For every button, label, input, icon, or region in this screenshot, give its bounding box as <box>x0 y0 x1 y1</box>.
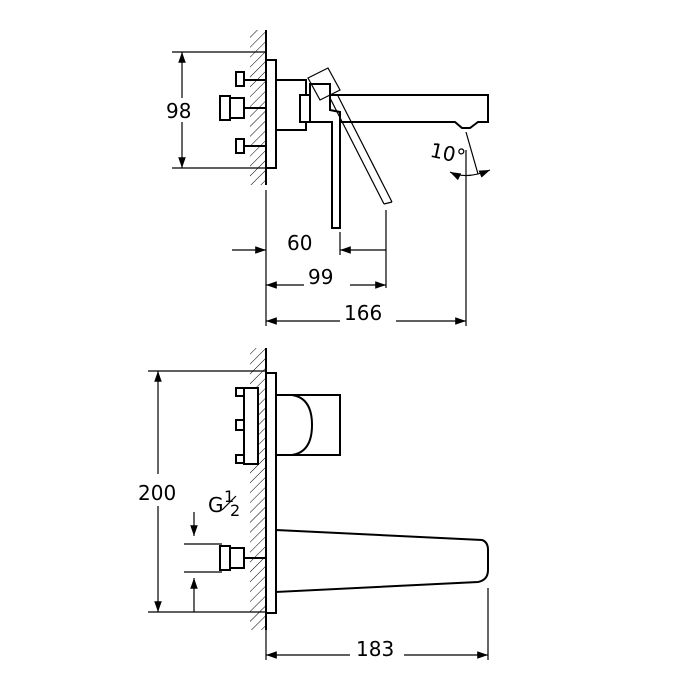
dim-spout-183: 183 <box>265 588 489 661</box>
dim-height-side: 200 <box>138 370 266 613</box>
dim-thread-g12: G 1 2 <box>184 487 240 612</box>
dim-handle-99: 99 <box>266 265 386 289</box>
thread-fraction-num: 1 <box>224 487 234 506</box>
dim-label-60: 60 <box>287 231 312 255</box>
concealed-body-top <box>219 71 266 154</box>
dim-label-98: 98 <box>166 99 191 123</box>
dim-label-99: 99 <box>308 265 333 289</box>
mounting-plate-side <box>265 372 277 614</box>
dim-angle-10: 10° <box>428 131 491 181</box>
thread-g-label: G <box>208 493 224 517</box>
lever-open-top <box>307 67 393 205</box>
lever-closed-top <box>309 83 341 229</box>
dim-label-10deg: 10° <box>428 138 468 169</box>
thread-fraction-den: 2 <box>230 501 240 520</box>
dim-lever-60: 60 <box>232 231 386 255</box>
concealed-body-side <box>219 387 266 571</box>
dim-label-200: 200 <box>138 481 176 505</box>
dim-label-183: 183 <box>356 637 394 661</box>
side-view: 200 G 1 2 183 <box>138 348 489 661</box>
dim-label-166: 166 <box>344 301 382 325</box>
mounting-plate-top <box>265 59 277 169</box>
spout-side <box>275 528 489 594</box>
handle-side <box>275 394 341 456</box>
top-view: 98 60 99 166 10° <box>166 30 491 326</box>
dim-height-top: 98 <box>166 51 266 169</box>
dim-spout-166: 166 <box>266 301 466 325</box>
